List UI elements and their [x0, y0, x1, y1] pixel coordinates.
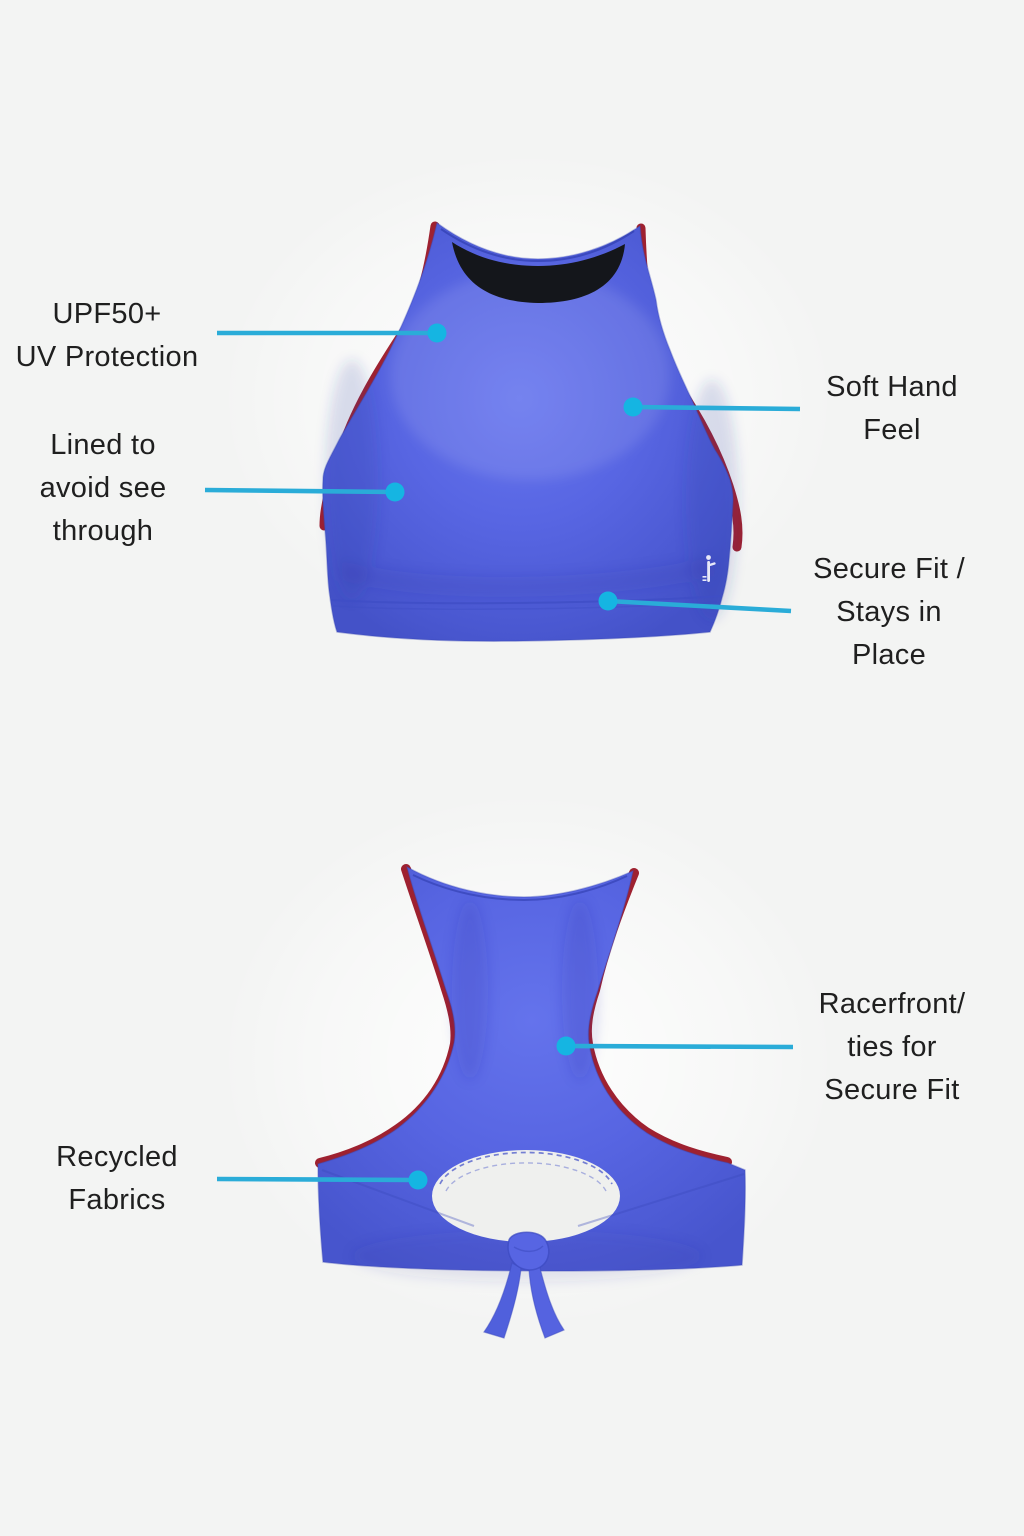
callout-dot-recycled	[408, 1170, 428, 1190]
callout-dot-upf	[427, 323, 447, 343]
callout-line-recycled	[216, 1176, 419, 1183]
back-body	[317, 865, 747, 1272]
brand-logo-icon	[702, 555, 716, 582]
back-cutout-stitch	[439, 1151, 613, 1185]
front-shading	[326, 270, 738, 620]
callout-label-lined: Lined to avoid see through	[39, 429, 167, 547]
callout-line-secure	[607, 598, 792, 614]
back-cutout-stitch-2	[445, 1162, 607, 1192]
back-view-garment-icon	[315, 864, 747, 1339]
callout-dot-soft	[623, 397, 643, 417]
front-view-garment-icon	[319, 221, 743, 642]
front-band-seam	[330, 595, 722, 605]
callout-line-racer	[565, 1043, 794, 1050]
callout-dot-lined	[385, 482, 405, 502]
back-keyhole-cutout	[432, 1150, 620, 1242]
callout-connectors	[204, 330, 801, 1183]
callout-dots	[385, 323, 643, 1190]
callout-dot-racer	[556, 1036, 576, 1056]
callout-label-recycled-fabrics: Recycled Fabrics	[56, 1141, 178, 1216]
callout-line-soft	[632, 404, 801, 412]
front-neck-lining	[452, 242, 625, 303]
callout-label-secure-fit: Secure Fit / Stays in Place	[813, 553, 965, 671]
back-band-fold-right	[577, 1173, 745, 1227]
callout-line-lined	[204, 487, 396, 495]
front-neck-stitch	[440, 228, 635, 263]
callout-dot-secure	[598, 591, 618, 611]
back-tie-knot	[483, 1231, 565, 1339]
callout-label-racerfront: Racerfront/ ties for Secure Fit	[818, 988, 966, 1106]
callout-label-soft-hand-feel: Soft Hand Feel	[826, 371, 958, 446]
back-top-stitch	[412, 874, 628, 902]
callout-label-upf: UPF50+ UV Protection	[15, 298, 199, 373]
